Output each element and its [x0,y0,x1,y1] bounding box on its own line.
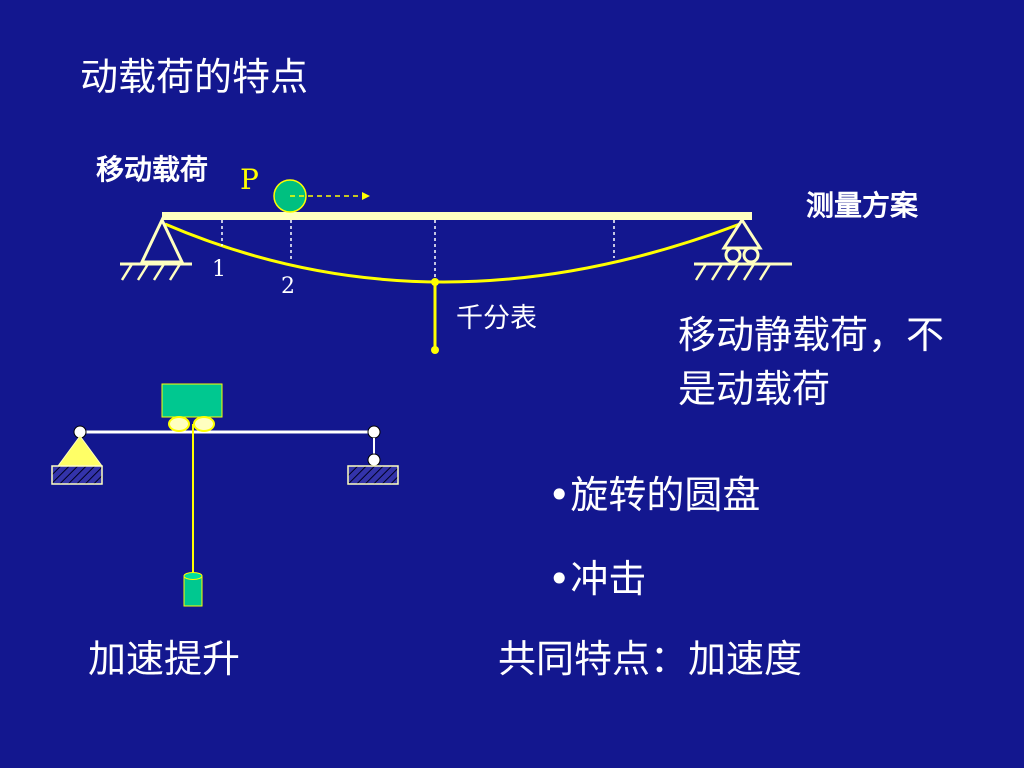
lifted-weight [183,572,203,607]
load-symbol-p: P [240,163,259,196]
note-line-2: 是动载荷 [678,367,831,411]
beam [162,212,752,220]
measurement-dashes [221,220,615,280]
point-label-2: 2 [281,274,295,299]
moving-load-label: 移动载荷 [96,153,209,186]
acceleration-lift-label: 加速提升 [88,637,241,681]
moving-load-diagram [120,179,792,354]
dial-gauge-label: 千分表 [456,303,537,334]
common-feature-label: 共同特点：加速度 [498,637,803,681]
bullet-impact: •冲击 [548,557,647,601]
lift-right-support [347,425,399,485]
note-line-1: 移动静载荷，不 [678,313,945,357]
winch-block [161,383,223,418]
slide-title: 动载荷的特点 [80,55,309,99]
bullet-rotating-disk: •旋转的圆盘 [548,473,761,517]
left-pin-support [120,216,192,281]
acceleration-lift-diagram [51,383,399,607]
right-roller-support [694,217,792,281]
deflection-curve [164,222,741,284]
point-label-1: 1 [212,257,226,282]
dial-gauge [431,278,439,354]
moving-load-ball [273,179,370,213]
measurement-scheme-label: 测量方案 [806,189,919,222]
lift-left-support [51,425,103,485]
